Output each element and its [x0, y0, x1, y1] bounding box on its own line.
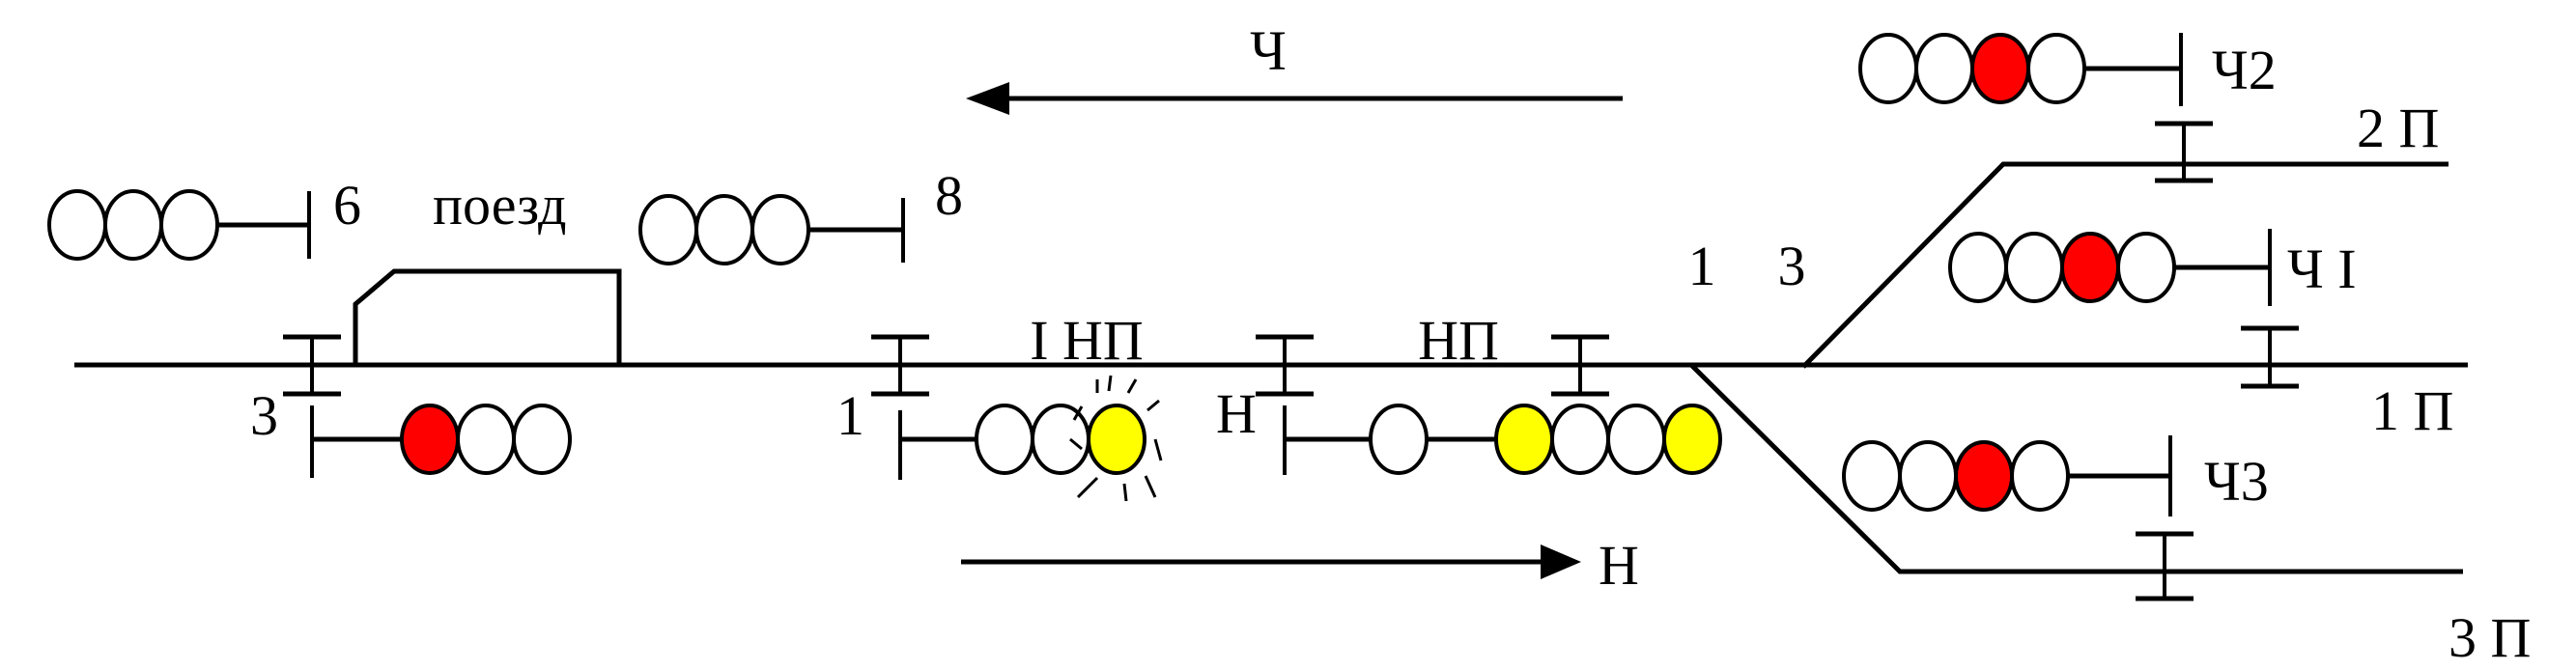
signal-lamp-off	[1898, 440, 1958, 512]
signal-1-label: 1	[836, 384, 864, 447]
insulated-joint	[1551, 334, 1609, 397]
signal-lamp-off	[2116, 232, 2176, 303]
signal-lamp-off	[103, 189, 163, 261]
switch-3-label: 3	[1778, 235, 1806, 297]
signal-lamp-off	[1858, 33, 1918, 104]
track-2-branch	[1801, 161, 2449, 369]
signal-lamp-yellow	[1662, 404, 1722, 475]
insulated-joint	[2155, 121, 2213, 183]
signal-lamp-off	[638, 194, 698, 265]
track-3-branch	[1689, 363, 2463, 574]
insulated-joints	[283, 121, 2299, 601]
signal-ch2-label: Ч2	[2212, 39, 2277, 101]
signal-sn	[1283, 404, 1722, 475]
signal-8-label: 8	[935, 164, 963, 227]
insulated-joint	[283, 334, 341, 397]
signal-s1	[898, 375, 1163, 502]
signal-lamp-off	[1914, 33, 1974, 104]
signal-lamp-off	[1369, 404, 1429, 475]
signal-6-label: 6	[333, 174, 361, 237]
section-np-label: НП	[1418, 309, 1499, 372]
even-direction-label: Н	[1599, 534, 1639, 597]
odd-direction-arrow	[966, 82, 1623, 115]
signal-n-label: Н	[1216, 382, 1257, 445]
signal-sch3	[1842, 435, 2172, 516]
signal-lamp-off	[1948, 232, 2008, 303]
signal-lamp-red	[400, 404, 460, 475]
signal-sch2	[1858, 33, 2183, 106]
signal-lamp-red	[1970, 33, 2030, 104]
switch-1-label: 1	[1688, 235, 1716, 297]
signal-lamp-off	[512, 404, 572, 475]
insulated-joint	[2136, 531, 2194, 601]
signal-lamp-off	[47, 189, 107, 261]
track-1-label: 1 П	[2371, 379, 2453, 442]
insulated-joint	[871, 334, 929, 397]
signal-lamp-off	[694, 194, 754, 265]
signal-lamp-off	[2010, 440, 2070, 512]
signal-lamp-off	[975, 404, 1034, 475]
track-2-label: 2 П	[2357, 97, 2439, 159]
signal-chi-label: Ч I	[2287, 237, 2357, 300]
signals	[47, 33, 2272, 516]
signal-s6	[47, 189, 311, 261]
blinking-rays-icon	[1069, 375, 1163, 502]
insulated-joint	[2241, 325, 2299, 389]
insulated-joint	[1256, 334, 1314, 397]
signal-lamp-red	[2060, 232, 2120, 303]
signal-ch3-label: Ч3	[2204, 450, 2269, 513]
signal-schi	[1948, 229, 2272, 306]
signal-lamp-off	[1842, 440, 1902, 512]
signal-lamp-off	[2004, 232, 2064, 303]
even-direction-arrow	[961, 544, 1581, 579]
signal-lamp-off	[159, 189, 219, 261]
signal-lamp-yellow	[1494, 404, 1554, 475]
signal-lamp-off	[1550, 404, 1610, 475]
section-i-np-label: I НП	[1030, 309, 1144, 372]
odd-direction-label: Ч	[1250, 19, 1287, 82]
signal-lamp-off	[456, 404, 516, 475]
signal-s8	[638, 194, 905, 265]
train-label: поезд	[433, 174, 567, 237]
signal-lamp-off	[1031, 404, 1090, 475]
signal-s3	[310, 404, 572, 478]
track-3-label: 3 П	[2449, 606, 2531, 669]
signal-lamp-off	[2026, 33, 2086, 104]
signal-lamp-off	[750, 194, 810, 265]
signal-lamp-red	[1954, 440, 2014, 512]
signal-lamp-yellow	[1087, 404, 1146, 475]
signal-3-label: 3	[250, 384, 278, 447]
signal-lamp-off	[1606, 404, 1666, 475]
train-shape	[353, 268, 622, 365]
